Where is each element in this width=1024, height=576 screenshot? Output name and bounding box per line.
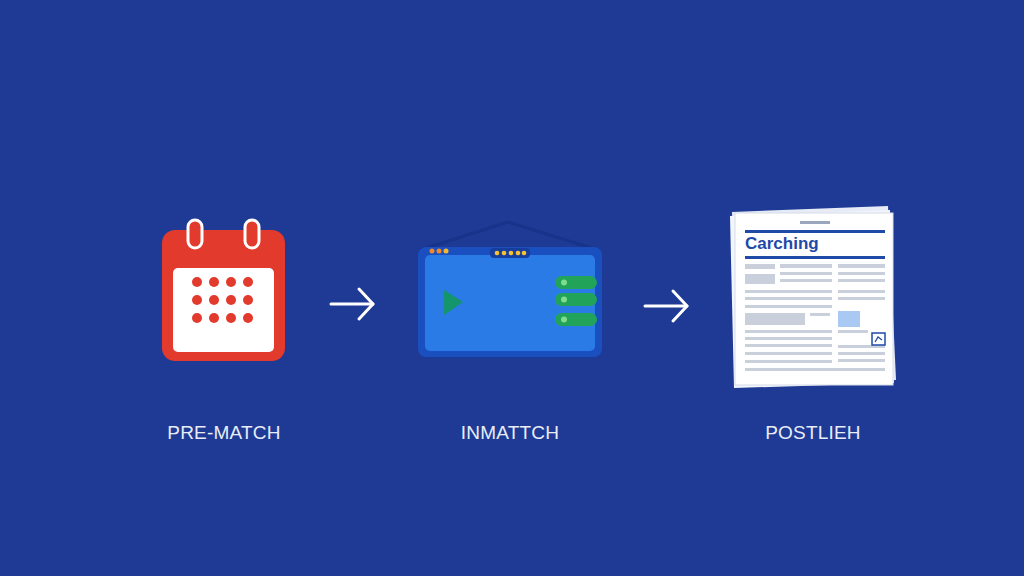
stage-label: INMATTCH [461, 422, 559, 444]
in-match-stage: INMATTCH [418, 236, 602, 358]
stage-label: PRE-MATCH [167, 422, 280, 444]
flow-arrow [331, 289, 373, 319]
newspaper-headline: Carching [745, 234, 819, 254]
flow-arrow [645, 291, 687, 321]
screen-icon [418, 222, 602, 357]
newspaper-icon [730, 206, 896, 388]
pre-match-stage: PRE-MATCH [162, 228, 286, 362]
calendar-icon [162, 220, 285, 361]
post-match-stage: CarchingPOSTLIEH [730, 210, 896, 388]
stage-label: POSTLIEH [765, 422, 861, 444]
